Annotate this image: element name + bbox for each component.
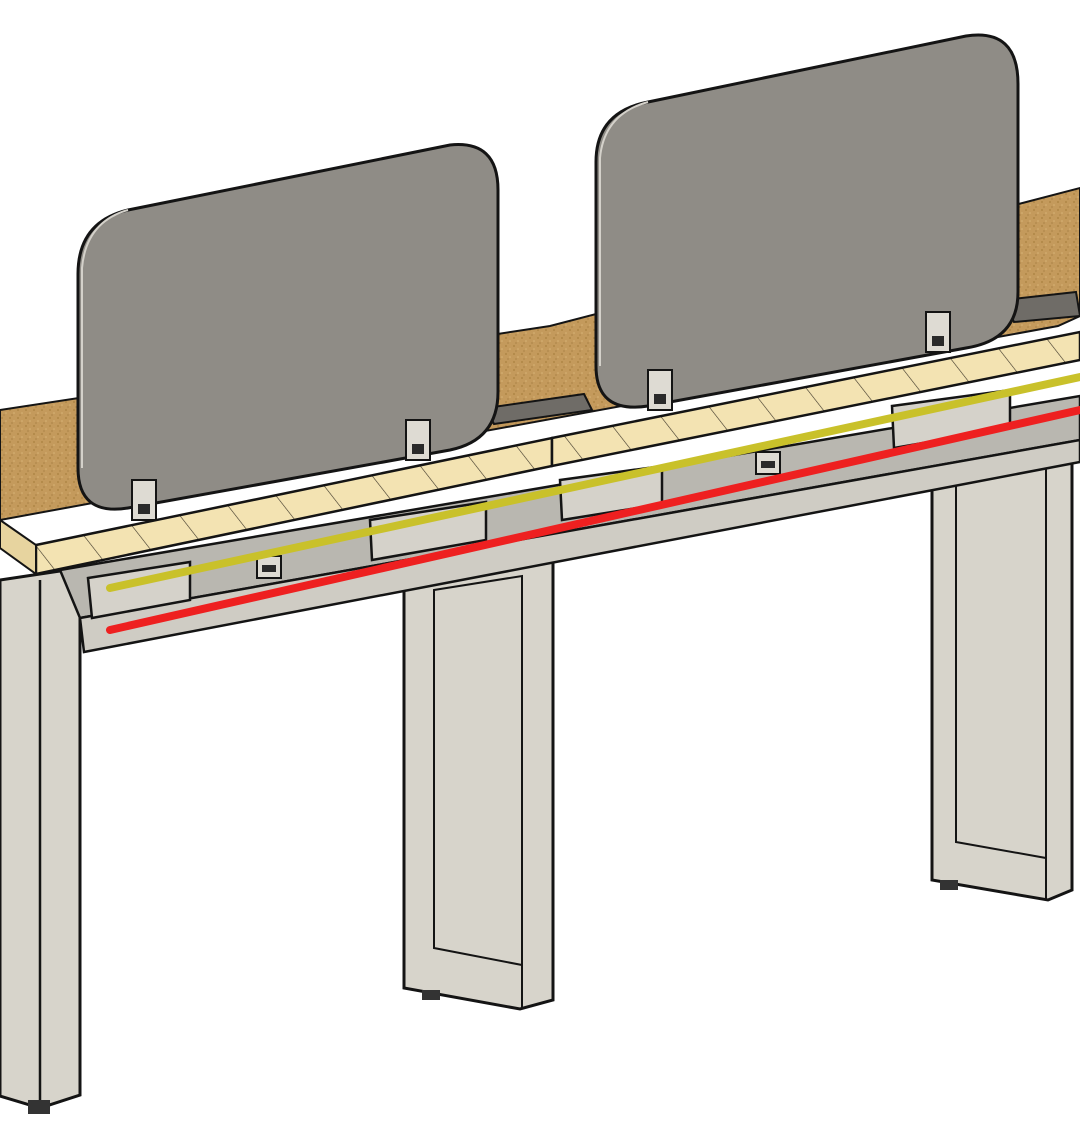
lower-highlight-line	[106, 406, 1080, 634]
screen-bracket-3	[647, 369, 673, 411]
worktop-front-edge-right	[550, 330, 1080, 468]
screen-bracket-2	[405, 419, 431, 461]
right-leg	[930, 448, 1074, 902]
privacy-screen-right	[594, 33, 1020, 409]
upper-highlight-line	[106, 373, 1080, 592]
privacy-screen-left	[76, 143, 500, 511]
worktop-side-edge	[0, 518, 37, 576]
middle-leg	[402, 556, 555, 1011]
clip-right	[755, 451, 781, 475]
left-leg	[0, 566, 82, 1114]
screen-bracket-1	[131, 479, 157, 521]
screen-bracket-4	[925, 311, 951, 353]
